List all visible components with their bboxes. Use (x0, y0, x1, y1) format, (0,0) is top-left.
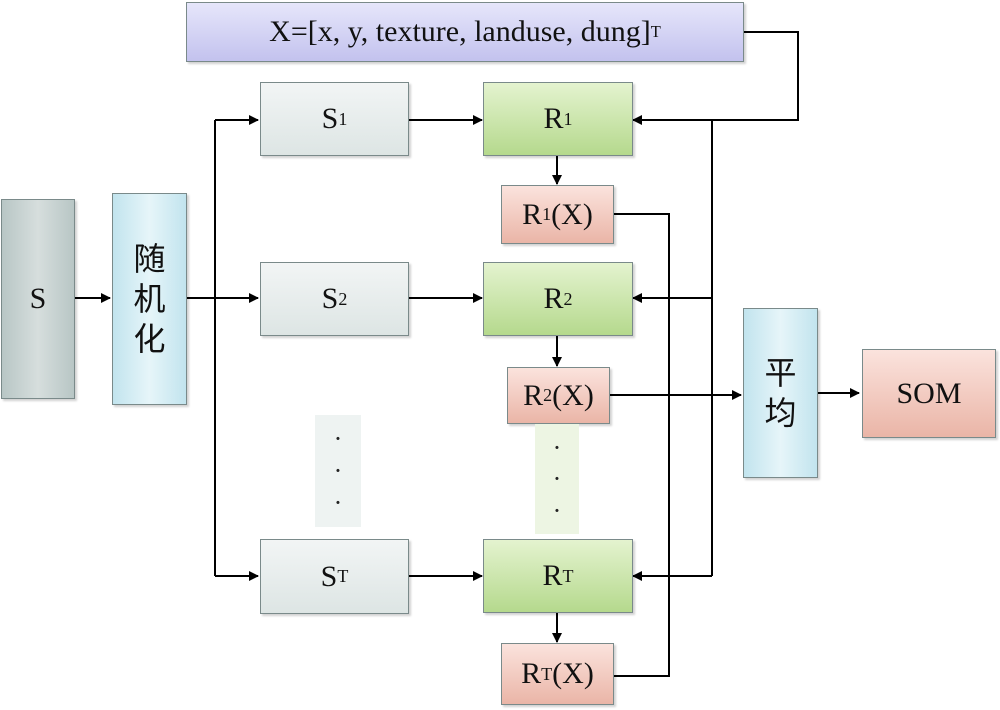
prediction-t-arg: (X) (552, 657, 594, 690)
wire-r1x-out (614, 213, 670, 677)
model-2-base: R (543, 282, 564, 315)
randomize-char-3: 化 (133, 321, 166, 357)
prediction-t-index: T (541, 663, 553, 684)
som-output-box: SOM (862, 349, 996, 438)
source-box: S (1, 199, 75, 399)
prediction-2-arg: (X) (552, 378, 594, 412)
subset-ellipsis-dot-2: · (333, 456, 343, 486)
prediction-t-base: R (521, 657, 542, 690)
model-ellipsis-dot-2: · (552, 464, 562, 494)
model-ellipsis: · · · (535, 424, 579, 534)
average-box: 平 均 (743, 308, 818, 478)
randomize-char-2: 机 (133, 281, 166, 317)
average-char-1: 平 (764, 355, 797, 391)
subset-2-base: S (321, 282, 339, 315)
feature-vector-box: X=[x, y, texture, landuse, dung]T (186, 2, 744, 62)
subset-2-index: 2 (338, 288, 348, 309)
som-label: SOM (896, 376, 962, 410)
model-ellipsis-dot-3: · (552, 495, 562, 525)
prediction-1-base: R (522, 197, 543, 231)
subset-ellipsis-dot-1: · (333, 424, 343, 454)
model-t-base: R (542, 559, 563, 592)
subset-1-index: 1 (338, 108, 348, 129)
prediction-1-arg: (X) (551, 197, 593, 231)
randomize-char-1: 随 (133, 241, 166, 277)
source-label: S (29, 282, 47, 315)
model-2-index: 2 (563, 288, 573, 309)
prediction-2-base: R (523, 378, 544, 412)
average-char-2: 均 (764, 395, 797, 431)
prediction-1-index: 1 (542, 204, 552, 224)
model-t-index: T (562, 565, 574, 586)
feature-vector-text: X=[x, y, texture, landuse, dung] (269, 15, 651, 48)
model-1-base: R (543, 102, 564, 135)
wire-vector-out (712, 31, 799, 121)
subset-ellipsis: · · · (315, 415, 361, 527)
subset-ellipsis-dot-3: · (333, 488, 343, 518)
model-ellipsis-dot-1: · (552, 432, 562, 462)
model-1-index: 1 (563, 108, 573, 129)
prediction-2-index: 2 (543, 385, 553, 405)
subset-t-base: S (320, 559, 338, 593)
feature-vector-superscript: T (650, 22, 661, 41)
randomize-box: 随 机 化 (112, 193, 187, 405)
subset-1-base: S (321, 102, 339, 135)
subset-t-index: T (337, 566, 349, 586)
